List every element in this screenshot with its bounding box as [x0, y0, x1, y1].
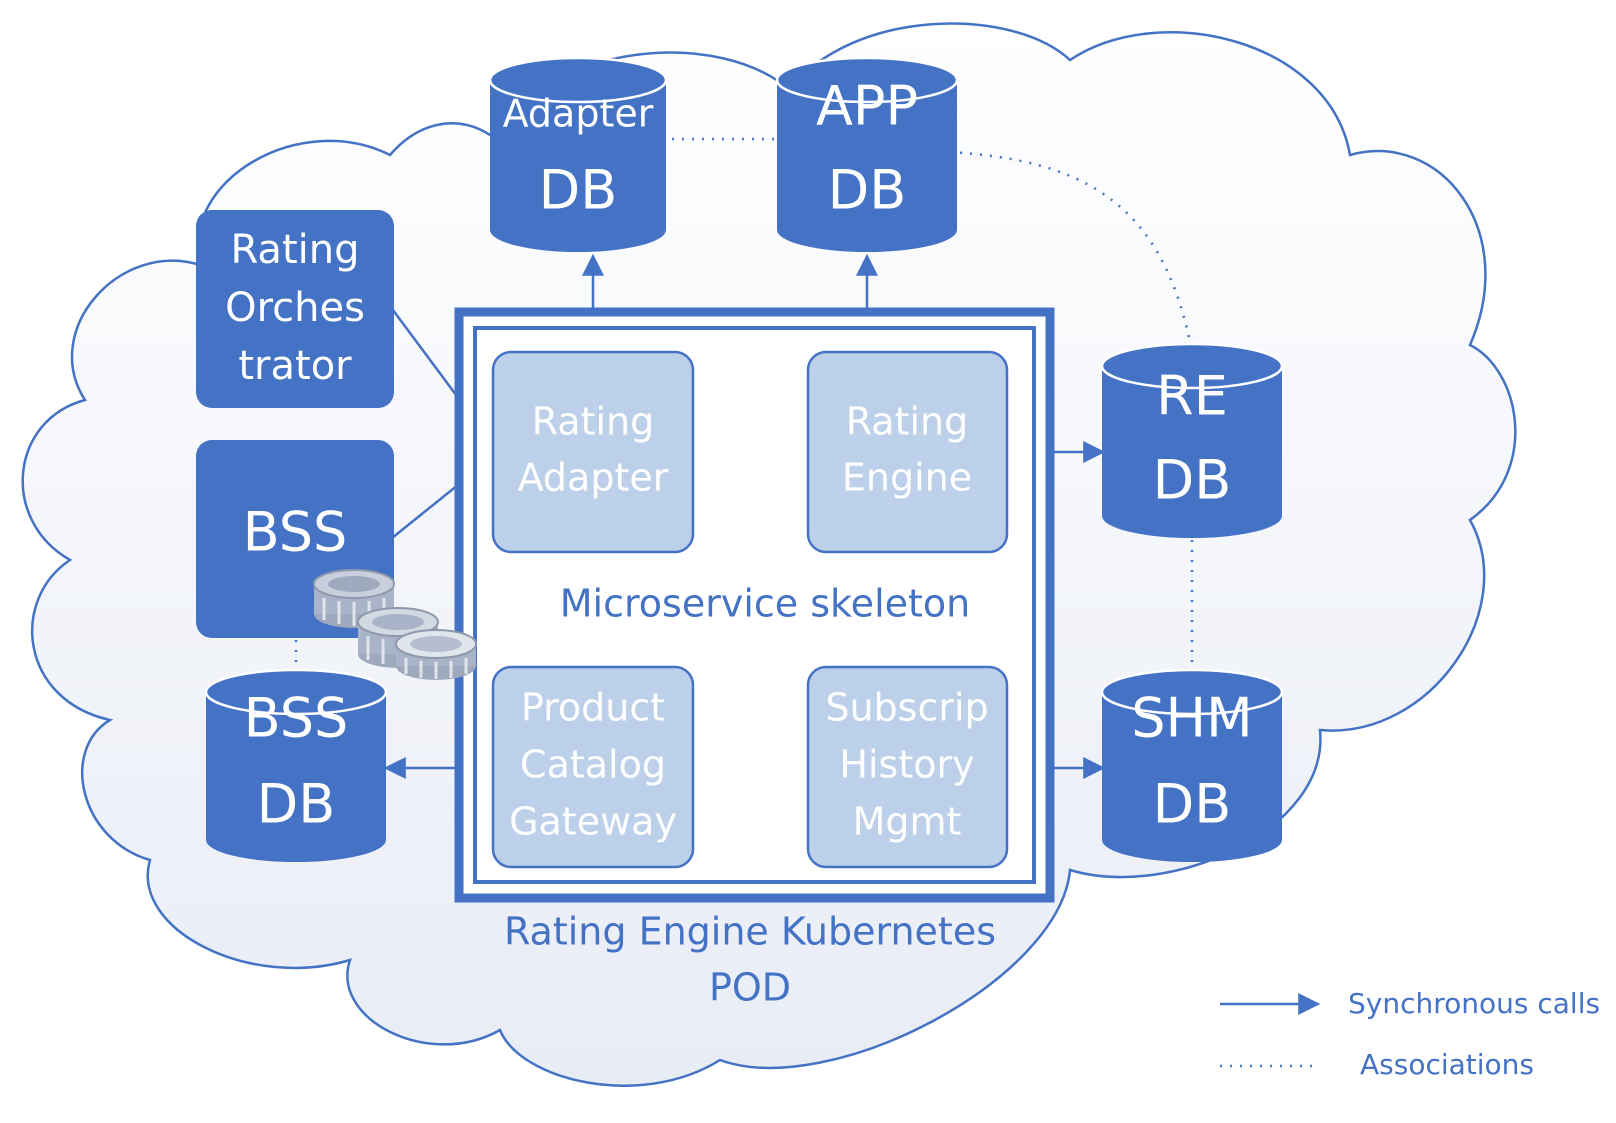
service-label-line: Mgmt	[853, 800, 962, 844]
re-db-label-line2: DB	[1153, 449, 1232, 512]
shm-db-cylinder[interactable]: SHM DB	[1100, 668, 1284, 862]
legend-association-label: Associations	[1360, 1048, 1534, 1081]
coins-icon	[313, 569, 477, 680]
adapter-db-label-line1: Adapter	[503, 92, 654, 136]
pod-label-line2: POD	[709, 966, 791, 1010]
service-label-line: History	[839, 743, 974, 787]
app-db-label-line2: DB	[828, 159, 907, 222]
service-label-line: Product	[521, 686, 665, 730]
bss-label: BSS	[243, 501, 348, 564]
service-label-line: Subscrip	[825, 686, 988, 730]
legend: Synchronous calls Associations	[1220, 987, 1600, 1081]
shm-db-label-line2: DB	[1153, 773, 1232, 836]
orchestrator-label-line: Rating	[231, 227, 360, 273]
pod-label-line1: Rating Engine Kubernetes	[504, 910, 996, 954]
adapter-db-cylinder[interactable]: Adapter DB	[488, 56, 668, 252]
adapter-db-label-line2: DB	[539, 159, 618, 222]
re-db-cylinder[interactable]: RE DB	[1100, 342, 1284, 538]
orchestrator-label-line: Orches	[225, 285, 365, 331]
service-subscrip-history-mgmt[interactable]: Subscrip History Mgmt	[806, 665, 1009, 869]
orchestrator-label-line: trator	[238, 343, 352, 389]
re-db-label-line1: RE	[1156, 365, 1228, 428]
app-db-cylinder[interactable]: APP DB	[775, 56, 959, 252]
service-label-line: Adapter	[518, 456, 669, 500]
service-rating-engine[interactable]: Rating Engine	[806, 350, 1009, 554]
bss-db-label-line2: DB	[257, 773, 336, 836]
legend-sync-label: Synchronous calls	[1348, 987, 1600, 1020]
service-label-line: Rating	[532, 400, 655, 444]
service-label-line: Engine	[842, 456, 972, 500]
microservice-skeleton-label: Microservice skeleton	[560, 582, 970, 626]
app-db-label-line1: APP	[816, 75, 918, 138]
bss-db-label-line1: BSS	[244, 687, 349, 750]
bss-db-cylinder[interactable]: BSS DB	[204, 668, 388, 862]
service-product-catalog-gateway[interactable]: Product Catalog Gateway	[491, 665, 695, 869]
service-label-line: Catalog	[520, 743, 666, 787]
service-label-line: Rating	[846, 400, 969, 444]
service-rating-adapter[interactable]: Rating Adapter	[491, 350, 695, 554]
rating-orchestrator-box[interactable]: Rating Orches trator	[196, 210, 394, 408]
service-label-line: Gateway	[509, 800, 677, 844]
shm-db-label-line1: SHM	[1131, 687, 1252, 750]
